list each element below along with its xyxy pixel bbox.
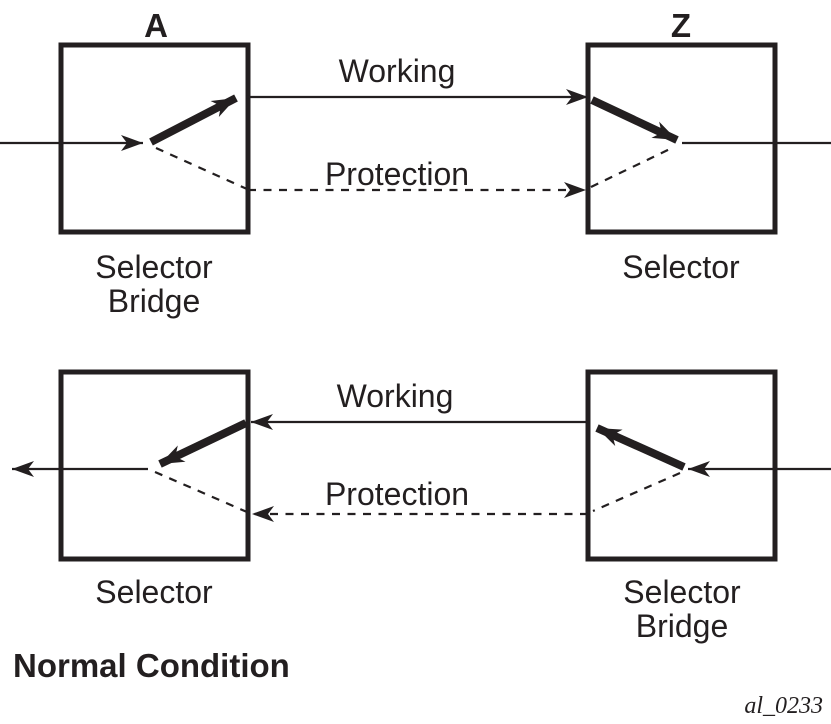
node-z-type-line1: Selector [622,249,740,285]
node-right-type-line2: Bridge [636,608,729,644]
node-z-box [585,42,778,235]
protection-label-bottom: Protection [325,476,469,512]
node-right-box [585,369,778,562]
top-section: A Z Working Protection Selector Bridge [0,7,831,319]
node-right-type-line1: Selector [623,574,741,610]
node-a-title: A [144,7,168,44]
working-label-bottom: Working [337,378,454,414]
node-a-type-line2: Bridge [108,283,201,319]
node-right-protection-branch [592,471,681,513]
node-z-protection-branch [590,146,675,188]
figure-id: al_0233 [744,693,823,719]
figure-caption: Normal Condition [13,647,290,684]
node-left-type-line1: Selector [95,574,213,610]
node-a-protection-branch [155,146,248,191]
protection-label-top: Protection [325,156,469,192]
node-left-box [58,369,251,562]
node-a-box [58,42,251,235]
node-z-switch-arrow [590,96,679,144]
node-a-type-line1: Selector [95,249,213,285]
node-left-protection-branch [154,470,248,514]
node-z-title: Z [671,7,691,44]
node-left-switch-arrow [158,419,248,468]
node-a-switch-arrow [149,94,238,146]
bottom-section: Working Protection Selector Selector Bri… [12,369,831,644]
node-right-switch-arrow [595,424,686,471]
working-label-top: Working [339,53,456,89]
